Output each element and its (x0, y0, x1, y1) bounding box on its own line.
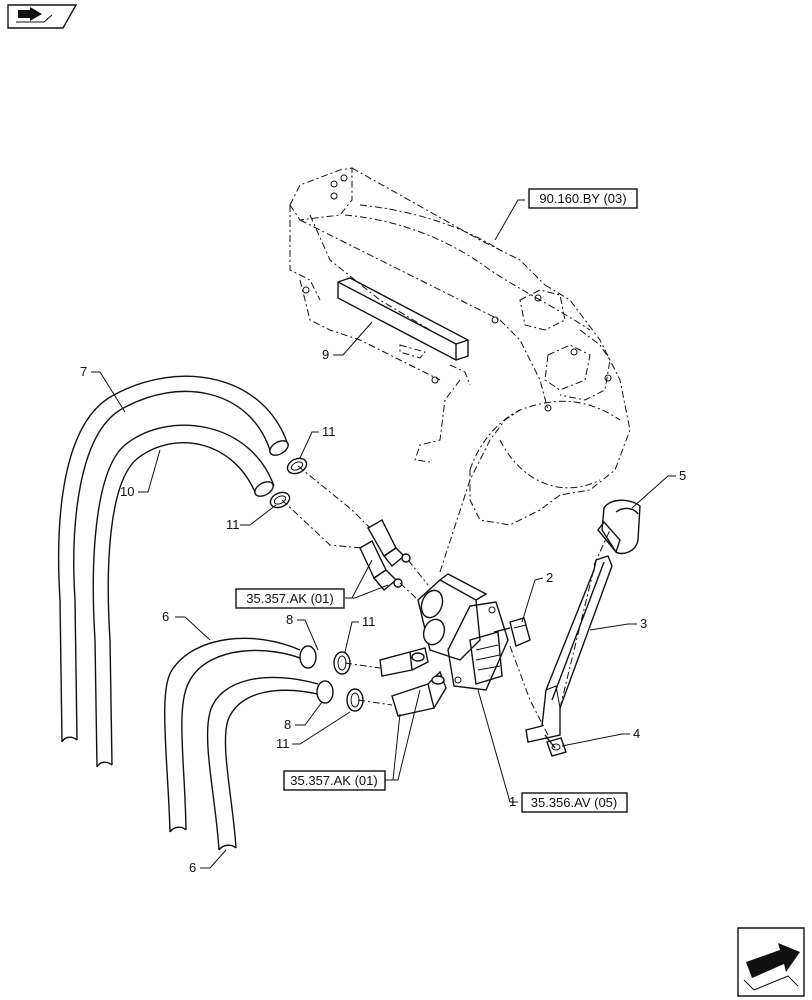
part-10-hose (92, 424, 275, 768)
callout-11: 11 (226, 517, 240, 532)
callout-8: 8 (286, 612, 293, 627)
part-11-clamp-a (286, 457, 308, 475)
part-7-hose (57, 375, 289, 743)
connector-lower-a (379, 647, 429, 677)
next-page-arrow-icon[interactable] (737, 927, 805, 997)
callout-8: 8 (284, 717, 291, 732)
callout-3: 3 (640, 616, 647, 631)
callout-5: 5 (679, 468, 686, 483)
callout-11: 11 (276, 736, 290, 751)
part-5-knob (597, 499, 641, 555)
callout-4: 4 (633, 726, 640, 741)
reference-35-357-ak-lower[interactable]: 35.357.AK (01) (283, 770, 386, 791)
callout-11: 11 (322, 424, 336, 439)
callout-9: 9 (322, 347, 329, 362)
reference-label: 35.357.AK (01) (290, 773, 377, 788)
callout-2: 2 (546, 570, 553, 585)
reference-35-356-av[interactable]: 35.356.AV (05) (521, 792, 628, 813)
connector-upper-b (359, 540, 403, 591)
part-6-hose-lower (206, 676, 334, 851)
callouts: 7 10 11 11 9 6 8 11 8 11 6 2 3 4 5 1 (80, 347, 686, 875)
part-3-bracket (525, 555, 613, 743)
reference-90-160-by[interactable]: 90.160.BY (03) (528, 188, 638, 209)
part-6-hose-upper (163, 637, 317, 833)
part-2-bolt (493, 617, 531, 647)
part-9-bar (337, 277, 469, 361)
part-11-clamp-b (269, 491, 291, 509)
reference-label: 35.357.AK (01) (246, 591, 333, 606)
callout-10: 10 (120, 484, 134, 499)
part-11-clamp-d (346, 688, 364, 712)
part-4-screw (544, 734, 567, 757)
reference-label: 35.356.AV (05) (531, 795, 617, 810)
cab-structure (289, 167, 631, 526)
assembly-lines (281, 409, 611, 736)
connector-lower-b (391, 670, 447, 717)
part-11-clamp-c (333, 651, 351, 675)
callout-11: 11 (362, 614, 376, 629)
callout-1: 1 (509, 794, 516, 809)
leader-lines (91, 199, 676, 869)
book-arrow-icon[interactable] (7, 4, 78, 29)
part-1-valve (417, 573, 509, 691)
callout-6: 6 (162, 609, 169, 624)
connector-upper-a (367, 519, 411, 567)
callout-7: 7 (80, 364, 87, 379)
callout-6: 6 (189, 860, 196, 875)
reference-label: 90.160.BY (03) (539, 191, 626, 206)
reference-35-357-ak-upper[interactable]: 35.357.AK (01) (235, 588, 345, 609)
